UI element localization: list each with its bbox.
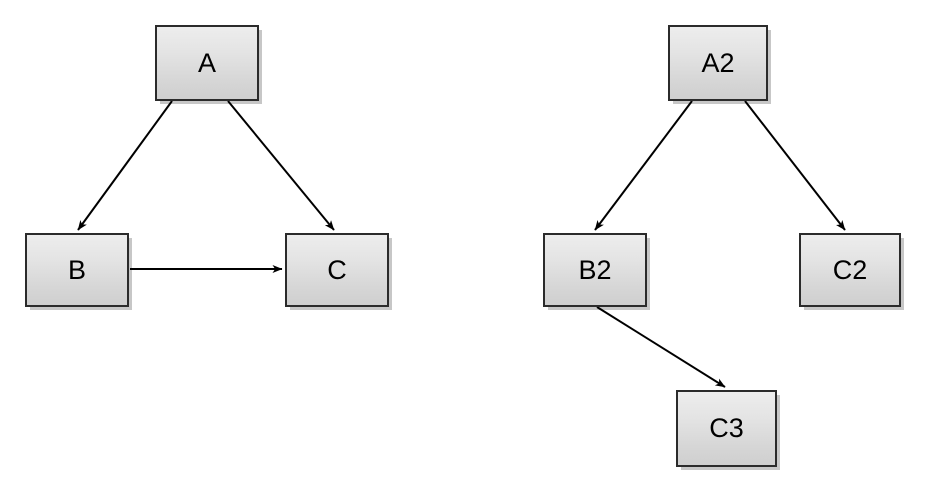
node-c-label: C <box>327 254 347 285</box>
edge-a-b <box>77 100 173 231</box>
node-c2-label: C2 <box>832 254 868 285</box>
node-a2[interactable]: A2 <box>668 25 768 101</box>
node-b[interactable]: B <box>25 233 129 307</box>
node-b-label: B <box>67 254 86 285</box>
edge-a2-c2 <box>744 100 846 231</box>
node-c3-label: C3 <box>709 413 744 443</box>
edge-a2-b2 <box>594 100 693 231</box>
node-b2-label: B2 <box>578 254 612 285</box>
node-c2[interactable]: C2 <box>799 233 901 307</box>
node-a2-label: A2 <box>701 47 735 78</box>
edges-group <box>77 100 846 388</box>
node-c3[interactable]: C3 <box>676 390 777 467</box>
node-a-label: A <box>197 47 216 78</box>
node-c[interactable]: C <box>285 233 389 307</box>
edge-a-c <box>227 100 335 231</box>
edge-b2-c3 <box>596 306 726 388</box>
node-a[interactable]: A <box>155 25 259 101</box>
node-b2[interactable]: B2 <box>543 233 647 307</box>
